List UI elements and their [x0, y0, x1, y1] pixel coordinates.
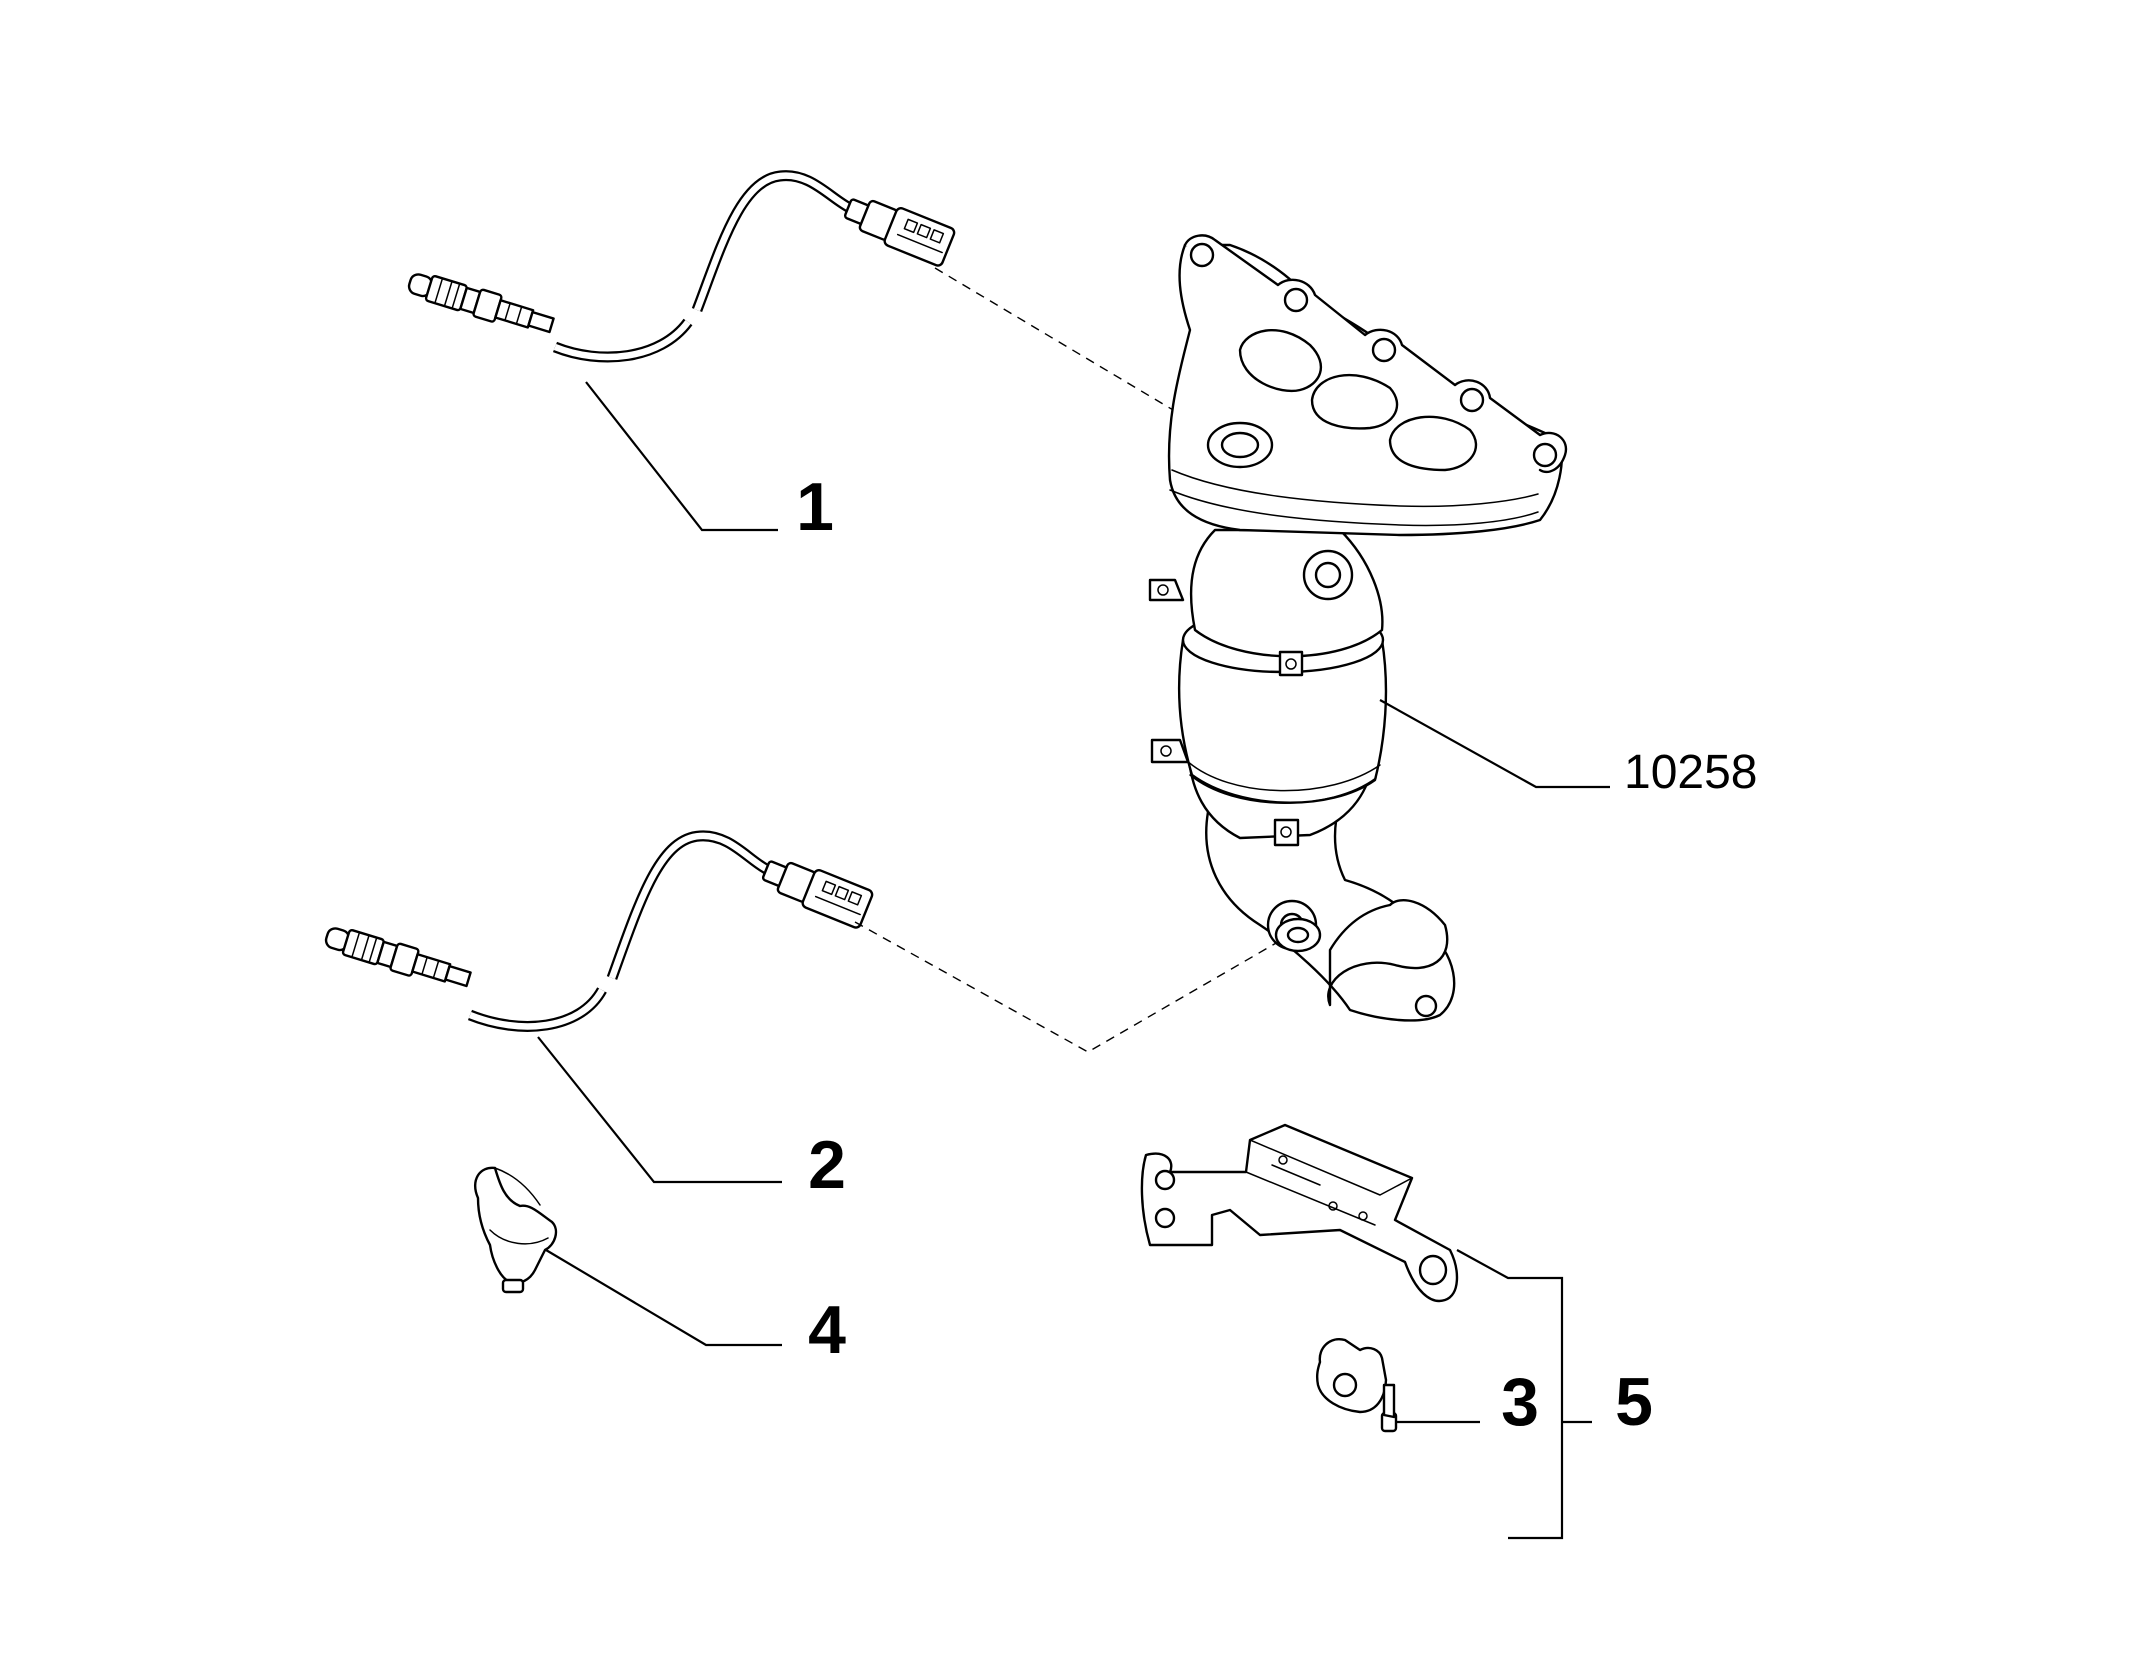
callout-4: 4 [808, 1292, 846, 1368]
cable-clip [473, 1166, 558, 1294]
oxygen-sensor-downstream [324, 830, 874, 1032]
mounting-bracket [1140, 1123, 1459, 1303]
callout-5: 5 [1615, 1364, 1653, 1440]
callout-3: 3 [1501, 1364, 1539, 1440]
assembly-line-upstream [934, 267, 1216, 436]
callout-10258: 10258 [1624, 746, 1757, 799]
callout-1: 1 [796, 469, 834, 545]
callout-2: 2 [808, 1127, 846, 1203]
small-clip [1315, 1338, 1398, 1433]
oxygen-sensor-upstream [407, 170, 956, 363]
assembly-line-downstream [854, 921, 1291, 1053]
catalytic-manifold [1148, 234, 1568, 1022]
leader-lines [537, 381, 1610, 1540]
